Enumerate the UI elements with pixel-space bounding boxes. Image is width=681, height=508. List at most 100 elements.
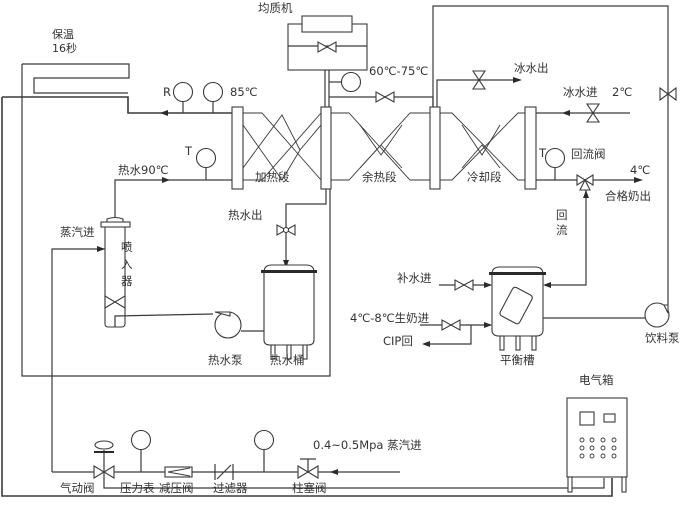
hot-water-out-line xyxy=(285,189,327,265)
pressure-gauge xyxy=(130,429,152,472)
homog-temp-label: 60℃-75℃ xyxy=(369,64,428,78)
qualified-milk-out-label: 合格奶出 xyxy=(605,189,651,203)
flow-arrow xyxy=(283,260,289,268)
flow-arrow xyxy=(543,282,551,288)
cooling-section-label: 冷却段 xyxy=(467,170,502,184)
injector-label-1: 喷 xyxy=(121,240,133,254)
homogenizer-gauge xyxy=(340,71,362,93)
holding-label: 保温 xyxy=(52,27,74,41)
flow-arrow xyxy=(422,341,430,347)
cip-return-line xyxy=(425,325,472,345)
divert-valve[interactable] xyxy=(576,174,594,191)
flow-arrow xyxy=(160,110,168,116)
holding-time-label: 16秒 xyxy=(52,41,77,55)
hot-water-pump-label: 热水泵 xyxy=(208,353,243,367)
85c-gauge xyxy=(202,81,224,113)
return-label-1: 回 xyxy=(556,208,568,222)
makeup-water-valve[interactable] xyxy=(454,279,474,291)
ice-water-in-valve[interactable] xyxy=(585,103,601,123)
phe-plate-1 xyxy=(320,106,332,190)
hot-water-90-label: 热水90℃ xyxy=(118,163,169,177)
ice-water-temp-label: 2℃ xyxy=(612,85,632,99)
plunger-valve[interactable] xyxy=(297,458,319,479)
steam-supply-label: 0.4~0.5Mpa 蒸汽进 xyxy=(313,438,422,452)
product-pump-label: 饮料泵 xyxy=(645,331,680,345)
supply-pressure-gauge xyxy=(253,429,275,472)
electrical-box[interactable] xyxy=(566,397,628,493)
cooling-section-plates xyxy=(440,112,525,181)
pneumatic-valve[interactable] xyxy=(93,440,115,479)
heating-section-label: 加热段 xyxy=(255,170,290,184)
temp-85-label: 85℃ xyxy=(230,85,258,99)
reducing-valve-label: 减压阀 xyxy=(159,481,194,495)
product-pump xyxy=(644,302,670,328)
steam-injector xyxy=(100,216,131,328)
right-line-valve[interactable] xyxy=(659,86,677,102)
regen-section-plates xyxy=(331,112,430,181)
t-gauge-right xyxy=(544,147,566,169)
t-gauge-right-label: T xyxy=(538,146,547,160)
flow-arrow xyxy=(583,190,589,198)
phe-end-frame-right xyxy=(524,106,537,190)
holding-tube-return-line xyxy=(2,96,232,114)
t-gauge-left xyxy=(195,147,217,169)
balance-tank xyxy=(489,266,546,351)
pneumatic-valve-label: 气动阀 xyxy=(60,481,95,495)
control-buttons xyxy=(579,437,617,459)
flow-arrow xyxy=(484,322,492,328)
pneumatic-control-line xyxy=(103,472,605,489)
divert-valve-label: 回流阀 xyxy=(571,147,606,161)
bypass-valve[interactable] xyxy=(375,91,395,103)
heating-section-plates xyxy=(242,112,322,181)
product-pump-return-line xyxy=(432,5,669,280)
flow-arrow xyxy=(162,177,170,183)
phe-end-frame-left xyxy=(231,106,244,190)
hot-water-90-line xyxy=(114,179,232,219)
return-line xyxy=(546,190,587,286)
electrical-loop-outer xyxy=(1,97,613,497)
balance-tank-label: 平衡槽 xyxy=(500,353,535,367)
hot-water-pump xyxy=(214,311,242,339)
return-label-2: 流 xyxy=(556,223,568,237)
pump-suction-line xyxy=(114,313,214,327)
phe-plate-2 xyxy=(429,106,441,190)
injector-outlet-valve[interactable] xyxy=(104,295,126,309)
flow-arrow xyxy=(97,246,105,252)
ice-water-out-valve[interactable] xyxy=(471,70,487,90)
makeup-water-in-label: 补水进 xyxy=(397,271,432,285)
ice-water-in-label: 冰水进 xyxy=(563,85,598,99)
injector-label-3: 器 xyxy=(121,274,133,288)
flow-arrow xyxy=(330,469,338,475)
electrical-box-label: 电气箱 xyxy=(579,373,614,387)
r-gauge-label: R xyxy=(163,85,171,99)
flow-arrow xyxy=(513,77,522,83)
regen-section-label: 余热段 xyxy=(362,170,397,184)
hot-water-out-label: 热水出 xyxy=(228,208,263,222)
filter-label: 过滤器 xyxy=(213,481,248,495)
display-panel xyxy=(579,411,595,426)
homogenizer-label: 均质机 xyxy=(258,1,293,15)
ice-water-out-line xyxy=(436,79,520,107)
injector-label-2: 入 xyxy=(121,257,133,271)
pressure-gauge-label: 压力表 xyxy=(120,481,155,495)
hot-water-out-valve[interactable] xyxy=(276,224,296,236)
plunger-valve-label: 柱塞阀 xyxy=(292,481,327,495)
steam-in-label: 蒸汽进 xyxy=(60,225,95,239)
homogenizer xyxy=(287,15,368,71)
flow-arrow xyxy=(634,177,643,183)
ice-water-out-label: 冰水出 xyxy=(514,61,549,75)
holding-tube-outer-leg xyxy=(21,64,331,377)
r-gauge xyxy=(172,81,194,113)
t-gauge-left-label: T xyxy=(184,144,193,158)
reducing-valve[interactable] xyxy=(164,466,193,478)
flow-arrow xyxy=(484,282,492,288)
temp-4-label: 4℃ xyxy=(630,163,650,177)
hot-water-tank-label: 热水桶 xyxy=(270,353,305,367)
raw-milk-valve[interactable] xyxy=(441,319,461,331)
raw-milk-in-label: 4℃-8℃生奶进 xyxy=(350,311,430,325)
steam-feed-line xyxy=(51,248,105,472)
cip-return-label: CIP回 xyxy=(383,334,413,348)
indicator-panel xyxy=(603,413,616,423)
filter xyxy=(214,464,234,480)
